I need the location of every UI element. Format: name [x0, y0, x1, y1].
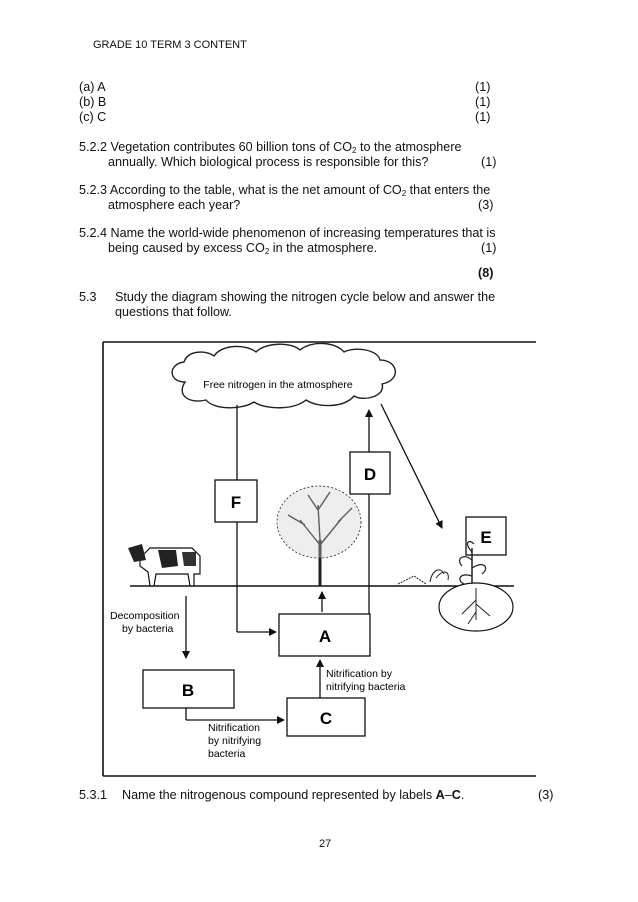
svg-text:Nitrification by: Nitrification by: [326, 668, 393, 680]
answer-a-label: (a) A: [79, 80, 106, 94]
label-box-c: C: [286, 697, 366, 737]
answer-b-label: (b) B: [79, 95, 107, 109]
question-number: 5.3: [79, 290, 97, 304]
svg-text:nitrifying bacteria: nitrifying bacteria: [326, 681, 406, 693]
label-box-b: B: [142, 669, 235, 709]
cloud-label: Free nitrogen in the atmosphere: [203, 379, 353, 391]
question-marks: (1): [481, 241, 497, 255]
svg-text:F: F: [231, 493, 241, 512]
answer-c-label: (c) C: [79, 110, 107, 124]
svg-text:D: D: [364, 465, 376, 484]
page-header: GRADE 10 TERM 3 CONTENT: [93, 39, 247, 51]
tree-illustration: [276, 485, 362, 586]
answer-c-marks: (1): [475, 110, 491, 124]
label-box-a: A: [278, 613, 371, 657]
root-nodules-illustration: [438, 582, 514, 632]
question-text-line2: atmosphere each year?: [108, 198, 241, 212]
page-number: 27: [319, 838, 332, 850]
question-text-line2: questions that follow.: [115, 305, 232, 319]
question-text: Study the diagram showing the nitrogen c…: [115, 290, 496, 304]
svg-text:Decomposition: Decomposition: [110, 610, 180, 622]
svg-text:by nitrifying: by nitrifying: [208, 735, 261, 747]
svg-text:C: C: [320, 709, 332, 728]
arrow-b-to-c: [185, 708, 285, 724]
answer-b-marks: (1): [475, 95, 491, 109]
svg-text:B: B: [182, 681, 194, 700]
svg-text:E: E: [480, 528, 491, 547]
nitrification-right-label: Nitrification by nitrifying bacteria: [326, 668, 406, 693]
label-box-d: D: [349, 451, 391, 495]
decomposition-label: Decomposition by bacteria: [110, 610, 180, 635]
diagram-frame: [102, 341, 536, 777]
nitrification-left-label: Nitrification by nitrifying bacteria: [208, 722, 261, 760]
svg-text:bacteria: bacteria: [208, 748, 246, 760]
cow-illustration: [128, 544, 201, 587]
question-text: 5.2.3 According to the table, what is th…: [79, 183, 491, 198]
question-marks: (3): [538, 788, 554, 802]
question-marks: (1): [481, 155, 497, 169]
question-text: 5.2.2 Vegetation contributes 60 billion …: [79, 140, 462, 155]
question-text: 5.2.4 Name the world-wide phenomenon of …: [79, 226, 496, 240]
question-marks: (3): [478, 198, 494, 212]
svg-text:by bacteria: by bacteria: [122, 623, 174, 635]
atmosphere-cloud: [171, 342, 396, 409]
arrow-to-e: [380, 403, 443, 529]
svg-text:Nitrification: Nitrification: [208, 722, 260, 734]
svg-text:A: A: [319, 627, 331, 646]
plant-illustration: [397, 540, 487, 586]
question-text-line2: being caused by excess CO2 in the atmosp…: [108, 241, 378, 256]
answer-a-marks: (1): [475, 80, 491, 94]
question-number: 5.3.1: [79, 788, 108, 802]
label-box-f: F: [214, 479, 258, 523]
subtotal-marks: (8): [478, 266, 494, 280]
question-text-line2: annually. Which biological process is re…: [108, 155, 429, 169]
question-text: Name the nitrogenous compound represente…: [122, 788, 465, 802]
